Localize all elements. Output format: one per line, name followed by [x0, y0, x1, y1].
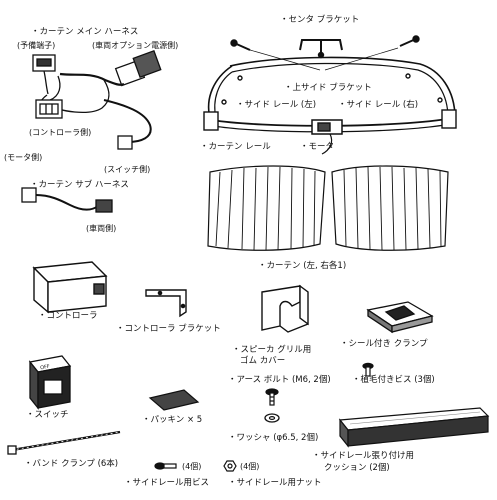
vehicle-side-label: (車両側)	[86, 223, 116, 233]
sub-harness-illustration	[21, 187, 113, 213]
vehicle-option-power-label: (車両オプション電源側)	[92, 40, 178, 50]
rubber-cover-label: ゴム カバー	[240, 355, 285, 366]
controller-label: ・コントローラ	[38, 311, 98, 321]
upper-side-bracket-label: ・上サイド ブラケット	[284, 82, 372, 93]
controller-illustration	[32, 261, 108, 314]
motor-side-label: (モータ側)	[4, 152, 42, 162]
side-rail-nut-illustration	[223, 460, 237, 472]
sealed-clamp-illustration	[366, 301, 434, 334]
side-rail-tape-label: ・サイドレール張り付け用	[312, 450, 414, 461]
controller-side-label: (コントローラ側)	[29, 127, 91, 137]
washer-label: ・ワッシャ (φ6.5, 2個)	[228, 432, 318, 443]
qty-nut-label: (4個)	[240, 461, 259, 471]
band-clamp-illustration	[7, 430, 121, 455]
side-rail-left-label: ・サイド レール (左)	[236, 99, 316, 110]
side-rail-nut-label: ・サイドレール用ナット	[228, 478, 322, 488]
switch-label: ・スイッチ	[26, 410, 69, 420]
tapping-screw-illustration	[362, 362, 374, 377]
switch-illustration	[28, 355, 72, 410]
sealed-clamp-label: ・シール付き クランプ	[340, 338, 428, 349]
switch-side-label: (スイッチ側)	[104, 164, 150, 174]
curtain-right-illustration	[331, 165, 449, 251]
washer-illustration	[264, 413, 280, 423]
packing-illustration	[148, 389, 200, 411]
band-clamp-label: ・バンド クランプ (6本)	[24, 458, 118, 469]
controller-bracket-label: ・コントローラ ブラケット	[116, 323, 221, 334]
qty-screw-label: (4個)	[182, 461, 201, 471]
side-rail-screw-label: ・サイドレール用ビス	[124, 478, 209, 488]
rail-assembly-illustration	[203, 35, 457, 155]
curtain-label: ・カーテン (左, 右各1)	[258, 260, 346, 271]
motor-label: ・モータ	[300, 142, 334, 152]
ground-bolt-illustration	[265, 388, 279, 406]
controller-bracket-illustration	[145, 289, 187, 318]
curtain-rail-label: ・カーテン レール	[200, 142, 271, 152]
curtain-left-illustration	[207, 165, 326, 251]
packing-label: ・パッキン × 5	[142, 415, 202, 425]
main-harness-label: ・カーテン メイン ハーネス	[31, 27, 138, 37]
cushion-label: クッション (2個)	[324, 462, 390, 473]
side-rail-cushion-illustration	[338, 407, 490, 448]
side-rail-right-label: ・サイド レール (右)	[338, 99, 418, 110]
center-bracket-label: ・センタ ブラケット	[280, 14, 359, 25]
main-harness-illustration	[32, 50, 162, 150]
speaker-grille-cover-label: ・スピーカ グリル用	[232, 344, 311, 355]
spare-terminal-label: (予備端子)	[17, 40, 55, 50]
side-rail-screw-illustration	[154, 462, 177, 470]
rubber-cover-illustration	[261, 284, 309, 333]
sub-harness-label: ・カーテン サブ ハーネス	[30, 179, 129, 190]
ground-bolt-label: ・アース ボルト (M6, 2個)	[228, 374, 331, 385]
tapping-screw-label: ・植毛付きビス (3個)	[352, 374, 435, 385]
switch-face-text: OFF	[40, 364, 51, 372]
